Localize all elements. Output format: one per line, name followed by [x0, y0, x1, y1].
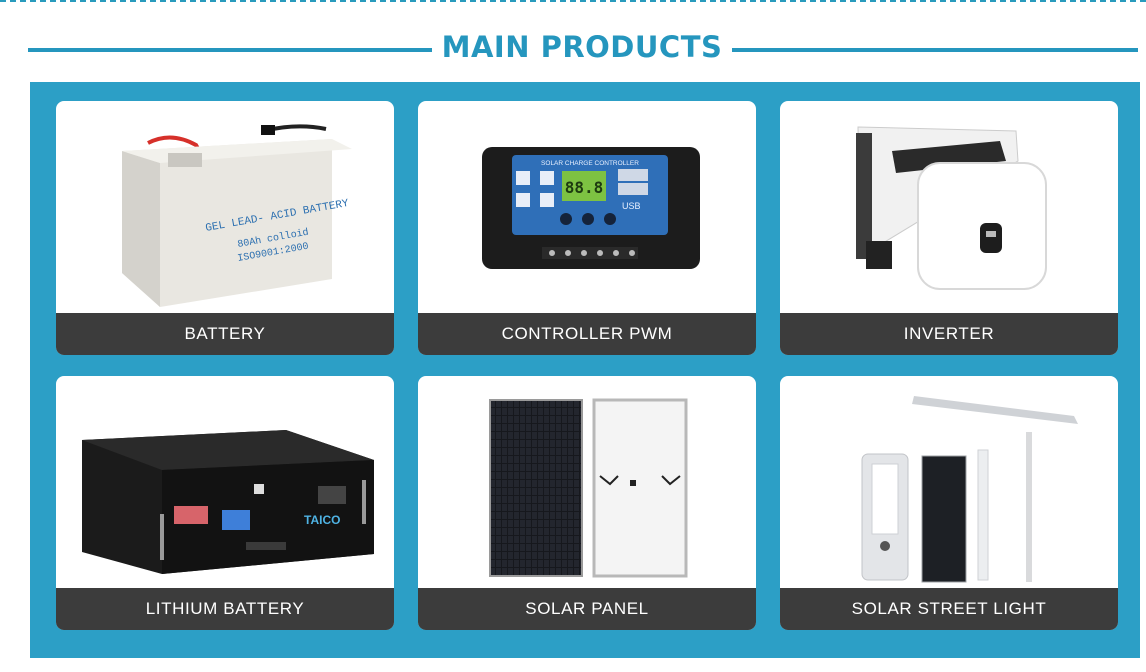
- title-rule-right: [732, 48, 1138, 52]
- product-card-solar-street-light[interactable]: SOLAR STREET LIGHT: [780, 376, 1118, 630]
- product-card-battery[interactable]: GEL LEAD- ACID BATTERY 80Ah colloid ISO9…: [56, 101, 394, 355]
- product-label-controller-pwm: CONTROLLER PWM: [418, 313, 756, 355]
- section-title: MAIN PRODUCTS: [441, 30, 723, 64]
- product-card-inverter[interactable]: INVERTER: [780, 101, 1118, 355]
- controller-usb-text: USB: [622, 201, 641, 211]
- product-label-inverter: INVERTER: [780, 313, 1118, 355]
- controller-lcd-readout: 88.8: [565, 178, 604, 197]
- products-panel: GEL LEAD- ACID BATTERY 80Ah colloid ISO9…: [30, 82, 1140, 658]
- product-label-lithium-battery: LITHIUM BATTERY: [56, 588, 394, 630]
- section-header: MAIN PRODUCTS: [28, 24, 1138, 72]
- lithium-battery-image: TAICO: [82, 430, 374, 574]
- product-card-controller-pwm[interactable]: SOLAR CHARGE CONTROLLER 88.8 USB CONTROL…: [418, 101, 756, 355]
- product-label-solar-street-light: SOLAR STREET LIGHT: [780, 588, 1118, 630]
- inverter-image: [856, 126, 1047, 290]
- solar-panel-image: [489, 398, 688, 578]
- charge-controller-image: SOLAR CHARGE CONTROLLER 88.8 USB: [482, 147, 700, 269]
- top-dashed-border: [0, 0, 1146, 2]
- controller-screen-title: SOLAR CHARGE CONTROLLER: [541, 160, 639, 167]
- product-card-solar-panel[interactable]: SOLAR PANEL: [418, 376, 756, 630]
- product-label-battery: BATTERY: [56, 313, 394, 355]
- product-label-solar-panel: SOLAR PANEL: [418, 588, 756, 630]
- lithium-brand-text: TAICO: [304, 513, 340, 527]
- gel-battery-image: GEL LEAD- ACID BATTERY 80Ah colloid ISO9…: [122, 124, 352, 307]
- product-card-lithium-battery[interactable]: TAICO LITHIUM BATTERY: [56, 376, 394, 630]
- title-rule-left: [28, 48, 432, 52]
- solar-street-light-image: [861, 396, 1078, 583]
